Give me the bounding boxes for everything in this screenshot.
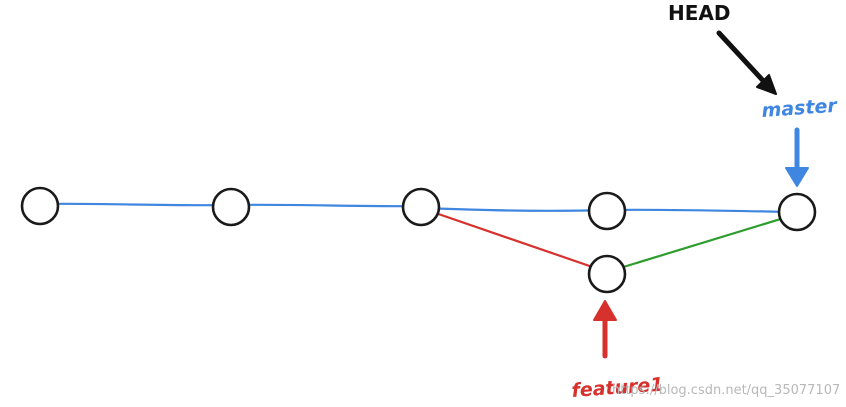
commit-node-feature	[587, 254, 627, 294]
head-label: HEAD	[668, 1, 730, 25]
head-arrow-icon	[716, 30, 777, 95]
watermark-text: https://blog.csdn.net/qq_35077107	[612, 383, 840, 398]
master-edge-2	[230, 203, 422, 208]
master-label: master	[761, 95, 839, 122]
commit-node-2	[211, 187, 251, 227]
commit-node-merge	[777, 192, 817, 232]
feature-edge	[420, 206, 608, 274]
commit-node-3	[401, 187, 441, 227]
merge-edge	[606, 212, 798, 274]
master-edge-3	[420, 206, 608, 212]
feature-arrow-icon	[593, 300, 617, 359]
master-arrow-icon	[785, 127, 809, 187]
commit-node-1	[20, 186, 60, 226]
master-edge-4	[606, 208, 798, 214]
commit-node-4	[587, 191, 627, 231]
master-edge-1	[39, 202, 232, 207]
